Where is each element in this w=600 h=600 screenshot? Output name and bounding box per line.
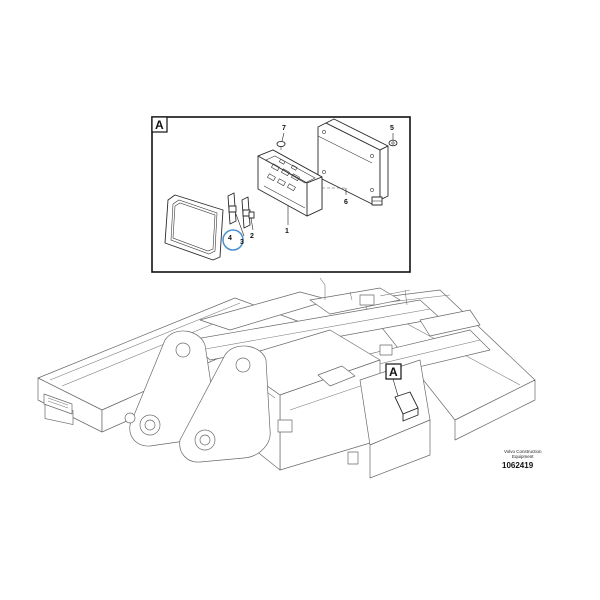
bolt-7 [276, 140, 286, 150]
machine-frame-overview: A [37, 277, 536, 479]
callout-7: 7 [282, 125, 286, 132]
mounting-clips [227, 192, 255, 229]
control-unit [257, 149, 323, 217]
detail-letter: A [155, 118, 164, 132]
highlight-circle [222, 229, 244, 251]
mounting-bracket [317, 118, 389, 206]
display-panel [164, 194, 224, 261]
overview-marker-box [385, 363, 402, 380]
bolt-5 [388, 139, 398, 147]
reference-number: 1062419 [502, 461, 534, 470]
callout-5: 5 [390, 125, 394, 132]
brand-line-1: Volvo Construction [504, 449, 542, 454]
detail-letter-box [151, 116, 168, 133]
callout-4: 4 [228, 235, 232, 242]
callout-6: 6 [344, 199, 348, 206]
overview-marker-letter: A [389, 365, 398, 379]
callout-1: 1 [285, 228, 289, 235]
callout-3: 3 [240, 239, 244, 246]
callout-2: 2 [250, 233, 254, 240]
brand-line-2: Equipment [512, 454, 534, 459]
detail-view-a: A [151, 116, 411, 273]
footer-reference: Volvo Construction Equipment 1062419 [502, 449, 542, 470]
